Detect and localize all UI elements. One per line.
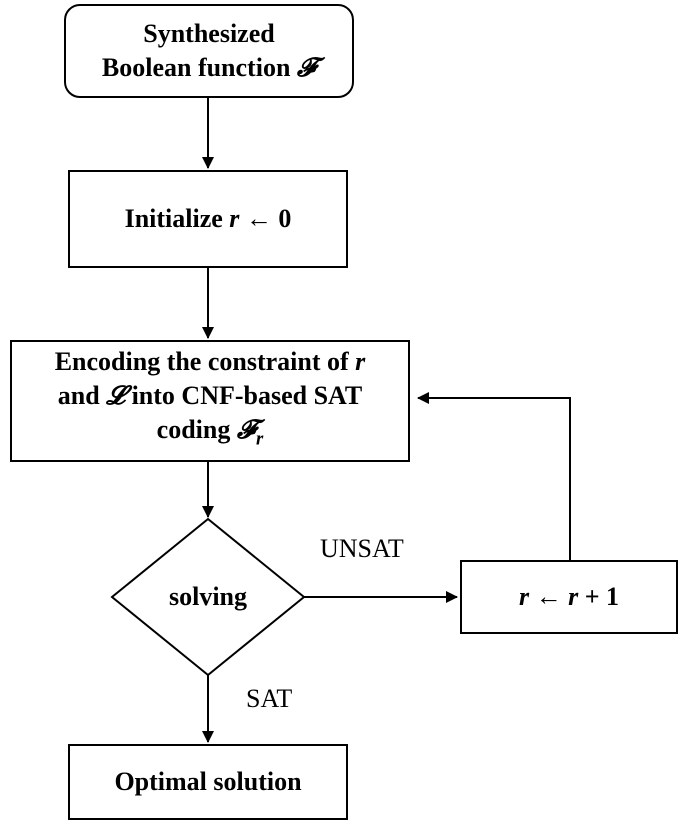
function-symbol-f: 𝓕 [296,53,317,83]
encoding-line3-text: coding [156,415,237,445]
increment-var-right: r [568,582,579,611]
encoding-var-r: r [355,347,366,377]
decision-label: solving [168,582,248,611]
sat-label: SAT [246,684,293,713]
increment-node-label: r ← r + 1 [519,580,619,614]
encoding-line2: and 𝓛 into CNF-based SAT [55,379,366,413]
start-node: Synthesized Boolean function 𝓕 [64,4,354,98]
start-node-line1: Synthesized [143,19,275,48]
arrow-increment-to-encode [417,392,571,560]
initialize-var-r: r [229,204,240,233]
increment-node: r ← r + 1 [460,560,678,634]
initialize-arrow: ← [239,204,279,233]
initialize-text: Initialize [124,204,230,233]
initialize-node-label: Initialize r ← 0 [125,202,292,236]
increment-value: 1 [606,582,620,611]
initialize-node: Initialize r ← 0 [68,170,348,268]
increment-arrow: ← [529,582,569,611]
coding-symbol-f: 𝓕 [236,415,257,446]
encoding-line3: coding 𝓕r [55,413,366,457]
optimal-solution-node: Optimal solution [68,744,348,820]
optimal-solution-label: Optimal solution [114,767,302,796]
encoding-line2-prefix: and [57,381,107,411]
unsat-label: UNSAT [320,534,404,563]
start-node-line2-text: Boolean function [101,53,297,82]
encoding-line2-text: into CNF-based SAT [125,381,363,411]
start-node-line2: Boolean function 𝓕 [102,51,316,85]
constraint-symbol-l: 𝓛 [106,381,126,412]
encoding-line1-text: Encoding the constraint of [54,347,356,377]
encoding-node: Encoding the constraint of r and 𝓛 into … [10,340,410,462]
increment-var-left: r [518,582,530,611]
coding-subscript-r: r [256,428,264,450]
increment-plus: + [578,582,607,611]
encoding-line1: Encoding the constraint of r [55,345,366,379]
initialize-value: 0 [278,204,292,233]
